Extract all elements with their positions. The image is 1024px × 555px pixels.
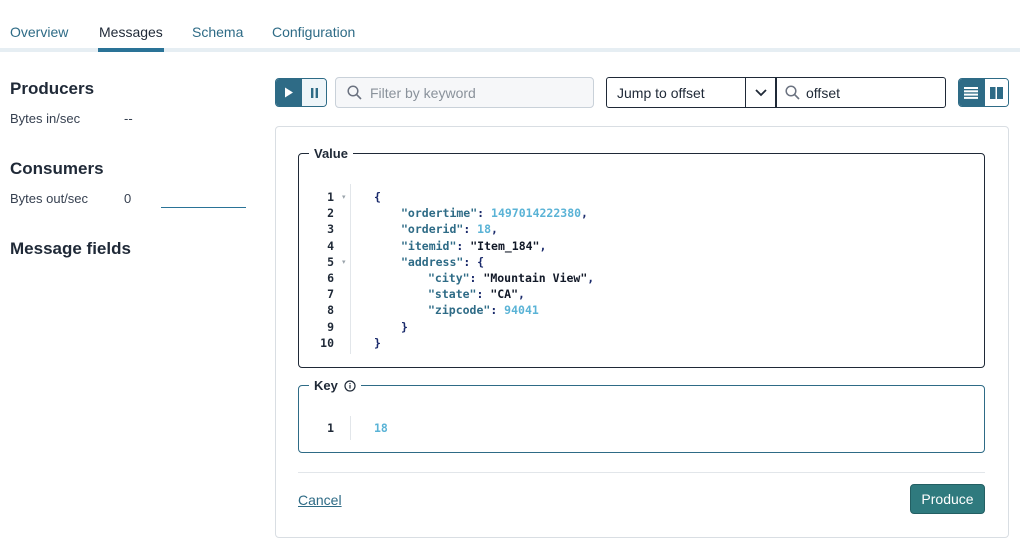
key-line-number: 1 bbox=[327, 421, 334, 435]
value-gutter-divider bbox=[350, 184, 351, 354]
json-value: "Mountain View" bbox=[483, 271, 588, 285]
fold-toggle-icon[interactable]: ▾ bbox=[342, 258, 346, 266]
json-key: "address" bbox=[401, 254, 464, 269]
bytes-out-value: 0 bbox=[124, 191, 132, 206]
produce-message-card bbox=[275, 126, 1009, 538]
actions-divider bbox=[298, 472, 985, 473]
keyword-filter bbox=[335, 77, 594, 108]
pause-button[interactable] bbox=[301, 79, 326, 106]
offset-input[interactable] bbox=[806, 84, 936, 101]
split-view-button[interactable] bbox=[983, 79, 1008, 106]
json-key: "city" bbox=[428, 271, 470, 285]
tab-overview[interactable]: Overview bbox=[10, 24, 69, 40]
value-code-line: } bbox=[401, 319, 408, 334]
fold-toggle-icon[interactable]: ▾ bbox=[342, 194, 346, 201]
value-line-number: 5 bbox=[327, 254, 334, 269]
pause-icon bbox=[310, 87, 318, 98]
json-key: "zipcode" bbox=[428, 303, 491, 318]
value-code-line: "orderid": 18, bbox=[401, 222, 498, 237]
bytes-in-label: Bytes in/sec bbox=[10, 111, 81, 126]
json-value: 18 bbox=[477, 222, 492, 237]
consumers-heading: Consumers bbox=[10, 159, 104, 178]
tab-schema[interactable]: Schema bbox=[192, 24, 244, 40]
cancel-link[interactable]: Cancel bbox=[298, 492, 342, 508]
offset-field bbox=[776, 77, 946, 108]
key-gutter-divider bbox=[350, 416, 351, 440]
value-code-line: "ordertime": 1497014222380, bbox=[401, 206, 588, 221]
value-code-line: "state": "CA", bbox=[428, 287, 525, 302]
key-legend: Key bbox=[309, 378, 361, 393]
json-value: 1497014222380 bbox=[491, 206, 582, 221]
message-fields-heading: Message fields bbox=[10, 239, 131, 258]
producers-heading: Producers bbox=[10, 79, 95, 98]
active-tab-indicator bbox=[98, 48, 164, 52]
bytes-out-sparkline bbox=[161, 207, 246, 208]
json-key: "ordertime" bbox=[401, 206, 478, 221]
view-mode-toggle bbox=[958, 78, 1009, 107]
produce-button[interactable]: Produce bbox=[910, 484, 985, 514]
chevron-down-icon[interactable] bbox=[745, 78, 775, 107]
key-value-text: 18 bbox=[374, 421, 388, 435]
key-editor[interactable]: Key bbox=[298, 378, 985, 453]
value-editor[interactable]: Value bbox=[298, 146, 985, 368]
json-key: "itemid" bbox=[401, 238, 457, 253]
value-line-number: 10 bbox=[320, 335, 334, 350]
jump-select-value: Jump to offset bbox=[617, 84, 705, 101]
value-line-number: 4 bbox=[327, 238, 334, 253]
stream-controls bbox=[275, 78, 327, 107]
play-button[interactable] bbox=[276, 79, 301, 106]
json-key: "state" bbox=[428, 287, 477, 302]
value-line-number: 3 bbox=[327, 222, 334, 237]
value-code-line: "address": { bbox=[401, 254, 485, 269]
value-line-number: 9 bbox=[327, 319, 334, 334]
value-line-number: 2 bbox=[327, 206, 334, 221]
list-view-button[interactable] bbox=[959, 79, 984, 106]
value-line-number: 1 bbox=[327, 190, 334, 204]
value-code-line: { bbox=[374, 190, 381, 204]
value-code-line: "zipcode": 94041 bbox=[428, 303, 539, 318]
tab-messages[interactable]: Messages bbox=[98, 24, 164, 52]
search-icon bbox=[785, 85, 800, 100]
bytes-out-label: Bytes out/sec bbox=[10, 191, 89, 206]
value-code-line: "city": "Mountain View", bbox=[428, 271, 595, 285]
filter-keyword-input[interactable] bbox=[370, 84, 570, 101]
search-icon bbox=[347, 85, 362, 100]
json-key: "orderid" bbox=[401, 222, 464, 237]
json-value: "Item_184" bbox=[470, 238, 540, 253]
tab-configuration[interactable]: Configuration bbox=[272, 24, 356, 40]
value-line-number: 7 bbox=[327, 287, 334, 302]
info-icon[interactable] bbox=[344, 379, 356, 392]
value-legend: Value bbox=[314, 146, 348, 161]
json-value: 94041 bbox=[504, 303, 539, 318]
jump-to-offset-select[interactable]: Jump to offset bbox=[606, 77, 776, 108]
json-value: "CA" bbox=[490, 287, 519, 302]
tab-bar-divider bbox=[0, 48, 1020, 52]
play-icon bbox=[284, 87, 293, 98]
split-view-icon bbox=[989, 86, 1003, 99]
value-line-number: 6 bbox=[327, 271, 334, 285]
tab-bar: Overview Messages Schema Configuration bbox=[0, 0, 1024, 52]
value-line-number: 8 bbox=[327, 303, 334, 318]
list-view-icon bbox=[964, 86, 979, 99]
value-code-line: } bbox=[374, 335, 381, 350]
bytes-in-value: -- bbox=[124, 111, 133, 126]
json-value: { bbox=[477, 254, 485, 269]
value-code-line: "itemid": "Item_184", bbox=[401, 238, 547, 253]
